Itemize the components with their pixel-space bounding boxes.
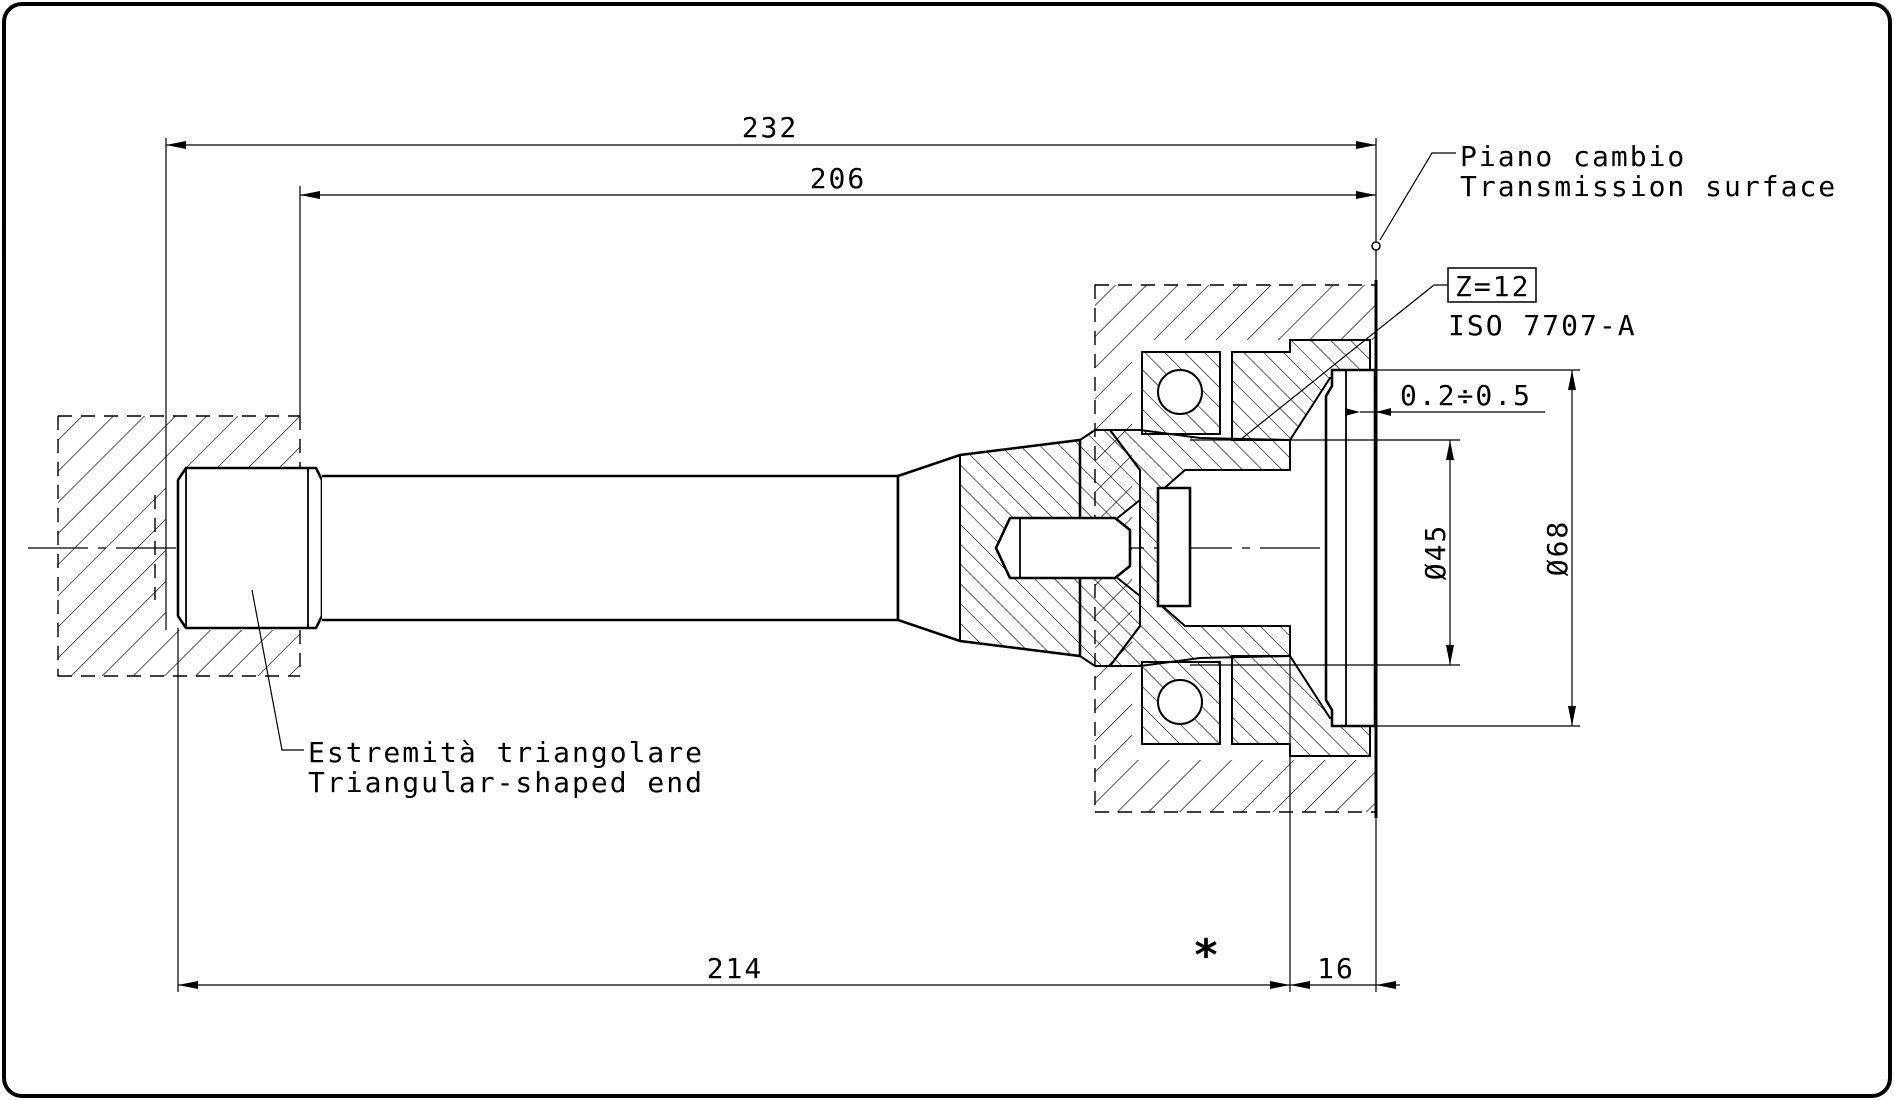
note-marker: * bbox=[1194, 930, 1217, 981]
dim-232-label: 232 bbox=[742, 111, 799, 144]
dim-214-label: 214 bbox=[707, 952, 764, 985]
dim-232: 232 bbox=[165, 111, 1377, 470]
dim-206-label: 206 bbox=[810, 162, 867, 195]
surface-label-it: Piano cambio bbox=[1460, 140, 1686, 173]
spline-standard-label: ISO 7707-A bbox=[1448, 309, 1637, 342]
callout-triangular-end: Estremità triangolare Triangular-shaped … bbox=[251, 589, 704, 799]
dim-dia-68: Ø68 bbox=[1346, 369, 1580, 727]
dim-gap-label: 0.2÷0.5 bbox=[1400, 379, 1532, 412]
dim-16: 16 bbox=[1290, 818, 1400, 992]
surface-label-en: Transmission surface bbox=[1460, 170, 1837, 203]
dim-dia-45: Ø45 bbox=[1190, 439, 1460, 666]
dim-206: 206 bbox=[299, 162, 1376, 416]
joint-section bbox=[959, 280, 1378, 818]
dim-dia-68-label: Ø68 bbox=[1541, 520, 1574, 577]
dim-16-label: 16 bbox=[1317, 952, 1355, 985]
end-label-en: Triangular-shaped end bbox=[308, 766, 704, 799]
end-label-it: Estremità triangolare bbox=[308, 736, 704, 769]
dim-gap: 0.2÷0.5 bbox=[1345, 379, 1545, 416]
callout-transmission-surface: Piano cambio Transmission surface bbox=[1371, 140, 1837, 251]
callout-spline: Z=12 ISO 7707-A bbox=[1239, 267, 1637, 441]
dim-214: 214 bbox=[177, 628, 1291, 992]
dim-dia-45-label: Ø45 bbox=[1419, 524, 1452, 581]
spline-teeth-label: Z=12 bbox=[1455, 270, 1530, 303]
